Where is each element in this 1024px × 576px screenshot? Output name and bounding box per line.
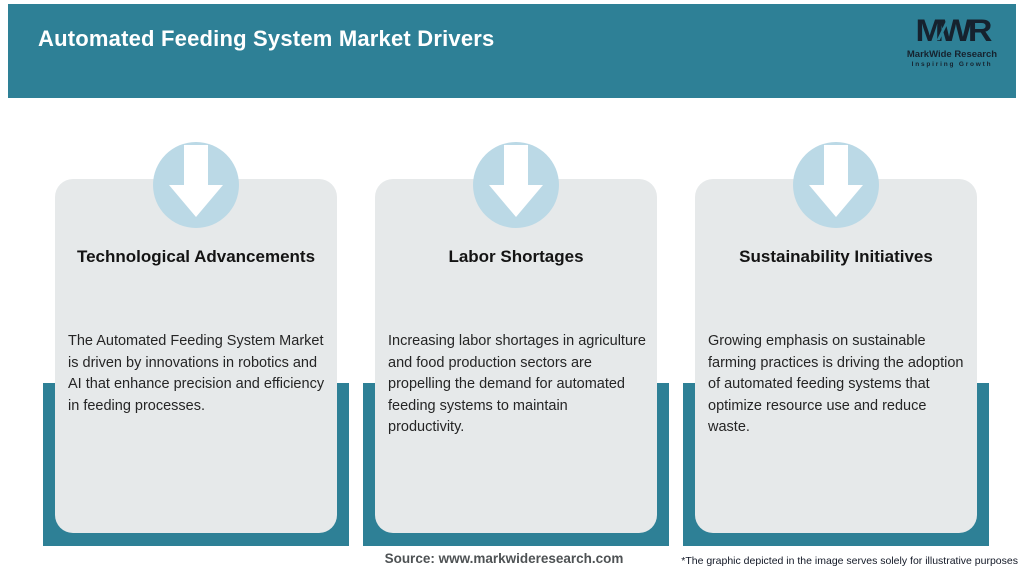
- disclaimer-note: *The graphic depicted in the image serve…: [681, 555, 1018, 567]
- logo-name: MarkWide Research: [906, 49, 998, 60]
- card-title: Labor Shortages: [448, 247, 584, 266]
- card-body-text: The Automated Feeding System Market is d…: [68, 333, 325, 414]
- page-title: Automated Feeding System Market Drivers: [38, 26, 495, 51]
- logo-tagline: Inspiring Growth: [911, 61, 993, 68]
- card-body-text: Growing emphasis on sustainable farming …: [708, 333, 964, 435]
- card-panel: Sustainability Initiatives Growing empha…: [695, 142, 977, 533]
- down-arrow-icon: [793, 142, 879, 228]
- source-attribution: Source: www.markwideresearch.com: [384, 551, 624, 566]
- card-body-text: Increasing labor shortages in agricultur…: [388, 333, 646, 435]
- header-band: Automated Feeding System Market Drivers …: [8, 4, 1016, 98]
- logo-monogram: MWR: [915, 13, 993, 49]
- card-title: Technological Advancements: [76, 247, 316, 266]
- down-arrow-icon: [153, 142, 239, 228]
- driver-card-sustainability-initiatives: Sustainability Initiatives Growing empha…: [683, 142, 989, 546]
- card-panel: Technological Advancements The Automated…: [55, 142, 337, 533]
- card-title: Sustainability Initiatives: [739, 247, 933, 266]
- driver-card-labor-shortages: Labor Shortages Increasing labor shortag…: [363, 142, 669, 546]
- driver-card-technological-advancements: Technological Advancements The Automated…: [43, 142, 349, 546]
- down-arrow-icon: [473, 142, 559, 228]
- card-panel: Labor Shortages Increasing labor shortag…: [375, 142, 657, 533]
- markwide-research-logo: MWR MarkWide Research Inspiring Growth: [904, 14, 1000, 68]
